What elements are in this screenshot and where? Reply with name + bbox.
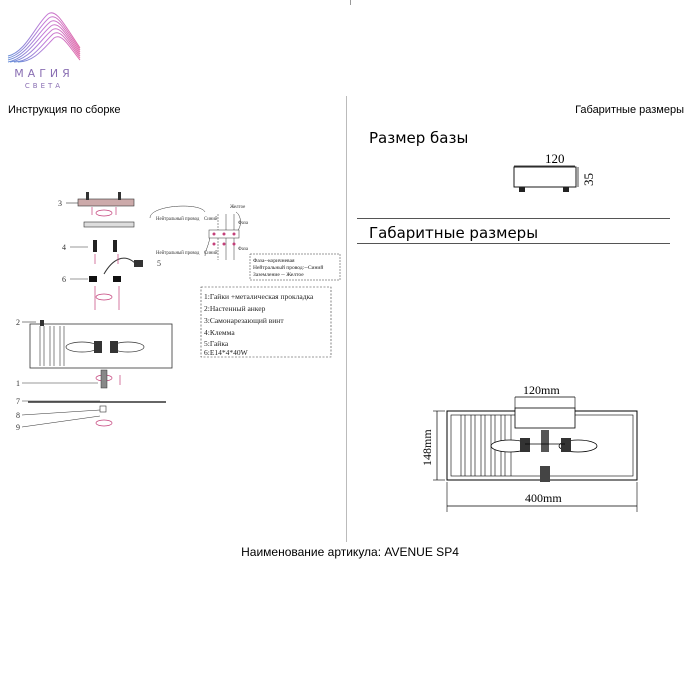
section-rule — [357, 218, 670, 219]
callout-1: 1 — [16, 379, 20, 388]
parts-legend-3: 3:Самонарезающий винт — [204, 316, 284, 325]
wiring-phase-bottom: Фаза — [238, 247, 249, 252]
callout-5: 5 — [157, 259, 161, 268]
parts-legend-2: 2:Настенный анкер — [204, 304, 266, 313]
logo-waves-icon — [7, 12, 81, 63]
callout-6: 6 — [62, 275, 66, 284]
dimensions-drawing: 120mm 148mm 400mm — [415, 380, 665, 520]
callout-2: 2 — [16, 318, 20, 327]
dimensions-header: Габаритные размеры — [575, 104, 684, 116]
section-rule — [357, 243, 670, 244]
article-name: Наименование артикула: AVENUE SP4 — [241, 545, 459, 559]
wiring-legend-ground: Заземление -- Желтое — [253, 272, 304, 278]
callout-4: 4 — [62, 243, 66, 252]
assembly-diagram: 3 4 6 5 2 1 7 8 9 — [0, 190, 345, 440]
wiring-phase-top: Фаза — [238, 221, 249, 226]
dim-height-label: 148mm — [420, 429, 434, 466]
dim-top-label: 120mm — [523, 383, 560, 397]
overall-dimensions-title: Габаритные размеры — [369, 224, 539, 242]
parts-legend-5: 5:Гайка — [204, 339, 229, 348]
callout-9: 9 — [16, 423, 20, 432]
assembly-header: Инструкция по сборке — [8, 104, 121, 116]
brand-logo — [6, 4, 82, 64]
base-width-label: 120 — [545, 151, 565, 166]
wiring-neutral-top: Нейтральный провод — [156, 217, 200, 222]
wiring-legend-neutral: Нейтральный провод:--Синий — [253, 264, 323, 271]
column-divider — [346, 96, 347, 542]
wiring-neutral-top-color: Синий — [204, 217, 218, 222]
base-size-title: Размер базы — [369, 129, 469, 147]
brand-name: МАГИЯ — [14, 67, 74, 80]
wiring-neutral-bottom: Нейтральный провод — [156, 251, 200, 256]
wiring-ground-top: Желтое — [230, 205, 245, 210]
callout-3: 3 — [58, 199, 62, 208]
parts-legend-4: 4:Клемма — [204, 328, 235, 337]
dim-width-label: 400mm — [525, 491, 562, 505]
brand-subtitle: СВЕТА — [24, 82, 64, 90]
wiring-neutral-bottom-color: Синий — [204, 251, 218, 256]
base-drawing: 120 35 — [505, 150, 605, 200]
base-height-label: 35 — [581, 173, 596, 186]
parts-legend-1: 1:Гайки +металическая прокладка — [204, 292, 314, 301]
callout-7: 7 — [16, 397, 20, 406]
callout-8: 8 — [16, 411, 20, 420]
parts-legend-6: 6:E14*4*40W — [204, 348, 249, 357]
wiring-legend-phase: Фаза--коричневая — [253, 258, 295, 264]
top-edge-mark — [350, 0, 351, 5]
